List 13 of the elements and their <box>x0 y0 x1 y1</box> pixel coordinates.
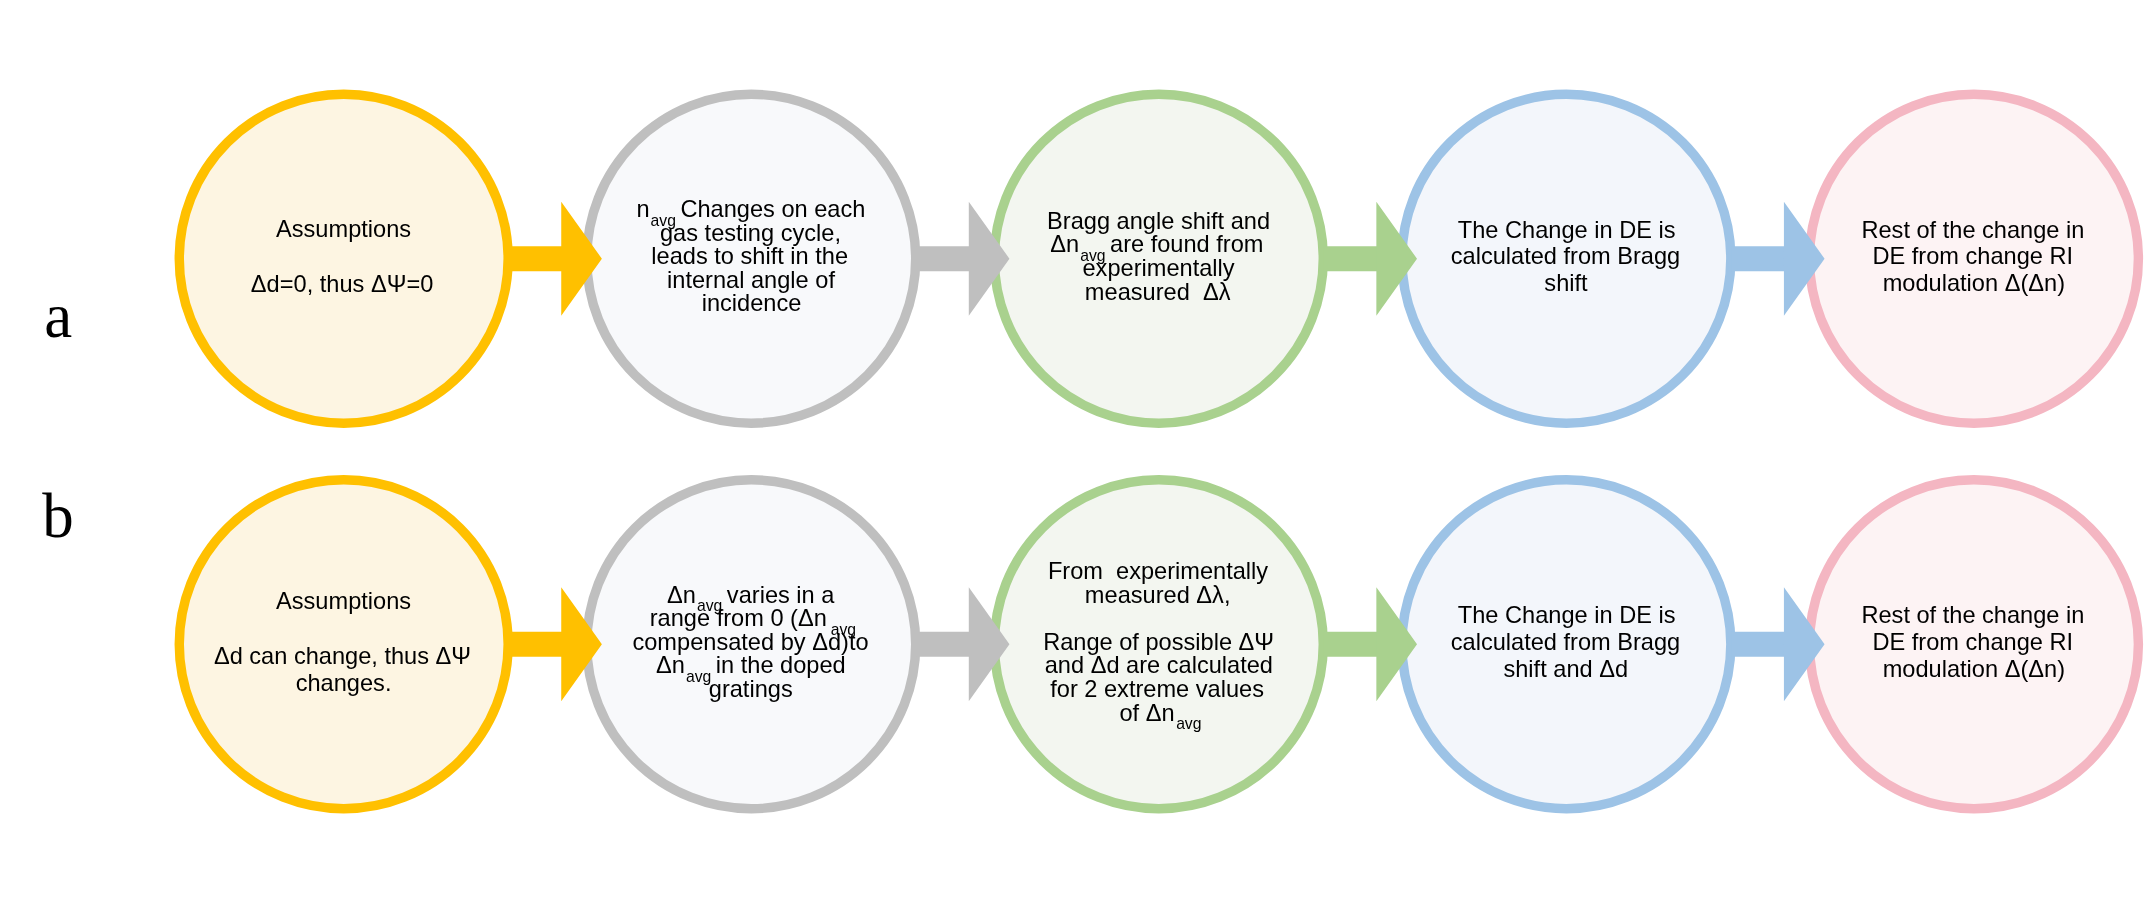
label: a <box>44 280 73 351</box>
node-circle: Assumptions Δd=0, thus ΔΨ=0 <box>174 89 513 428</box>
node-circle: n$_{avg}$ Changes on each gas testing cycle, leads to shift in the internal angle of incidence <box>582 89 921 428</box>
arrow <box>916 201 1010 316</box>
label: b <box>42 480 74 551</box>
node-circle: Rest of the change in DE from change RI modulation Δ(Δn) <box>1804 89 2144 428</box>
node-circle: Bragg angle shift and Δn$_{avg}$ are found from experimentally measured Δλ <box>989 89 1328 428</box>
node-circle: The Change in DE is calculated from Bragg shift and Δd <box>1397 474 1736 813</box>
node-circle: From experimentally measured Δλ, Range of possible ΔΨ and Δd are calculated for 2 extreme values of Δn$_{avg}$ <box>989 474 1328 813</box>
node-circle: Rest of the change in DE from change RI modulation Δ(Δn) <box>1804 474 2144 813</box>
node-circle: The Change in DE is calculated from Bragg shift <box>1397 89 1736 428</box>
node-circle: Assumptions Δd can change, thus ΔΨ changes. <box>174 474 513 813</box>
arrow <box>916 586 1010 701</box>
